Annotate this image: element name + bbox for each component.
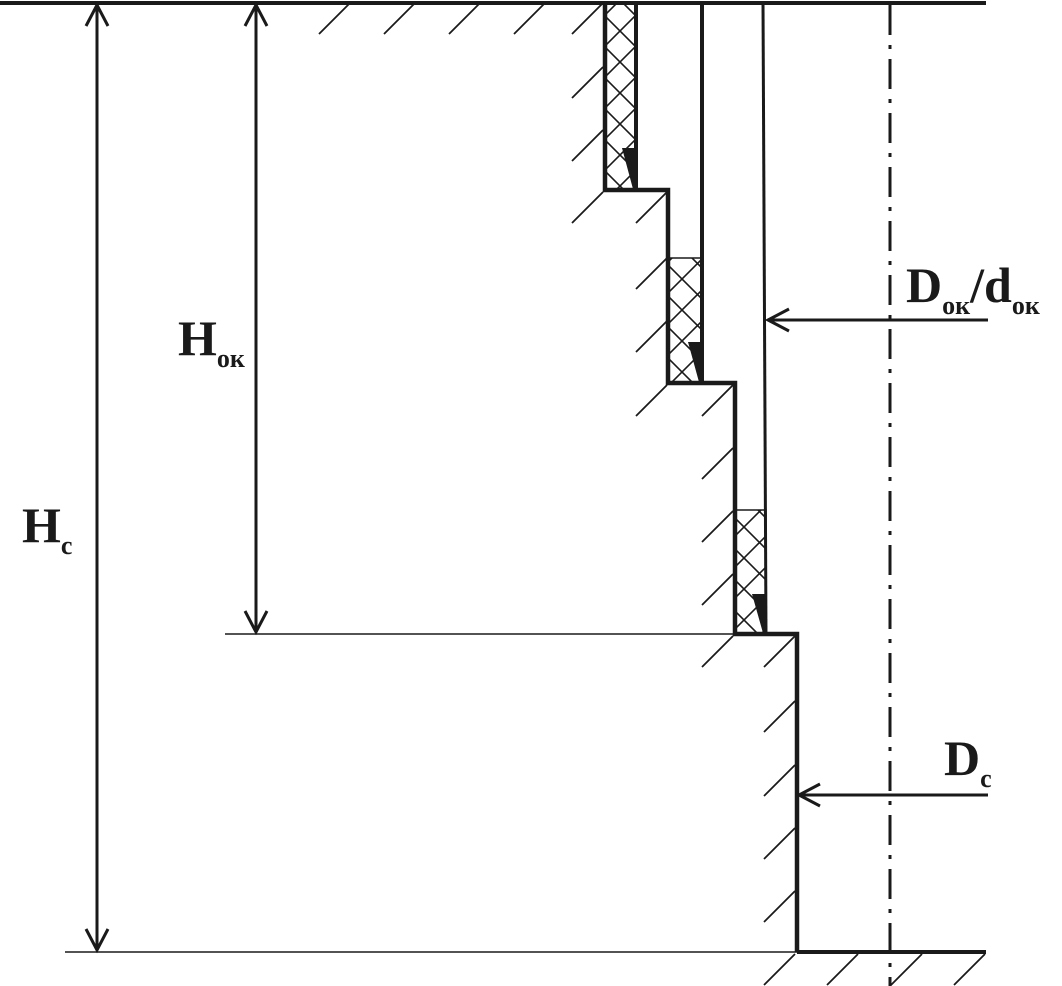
casing-shoe-2 (688, 342, 703, 382)
casing-3 (761, 2, 768, 635)
hatch-mark (763, 953, 796, 986)
casing-shoe-1 (622, 148, 637, 189)
label-h-ok: Hок (178, 310, 245, 373)
hatch-mark (635, 384, 668, 417)
arrow-dc (795, 782, 988, 808)
formation-hatching (318, 2, 986, 986)
hatch-mark (953, 953, 986, 986)
arrow-dok (764, 307, 988, 333)
hatch-mark (763, 827, 796, 860)
hatch-mark (763, 890, 796, 923)
hatch-mark (635, 191, 668, 224)
hatch-mark (763, 700, 796, 733)
hatch-mark (635, 257, 668, 290)
hatch-mark (701, 384, 734, 417)
hatch-mark (448, 2, 481, 35)
hatch-mark (571, 129, 604, 162)
hatch-mark (763, 635, 796, 668)
hatch-mark (571, 2, 604, 35)
hatch-mark (701, 573, 734, 606)
label-d-c: Dc (944, 730, 992, 793)
hatch-mark (571, 66, 604, 99)
hatch-mark (571, 191, 604, 224)
hatch-mark (826, 953, 859, 986)
hatch-mark (763, 764, 796, 797)
hatch-mark (701, 447, 734, 480)
hatch-mark (701, 510, 734, 543)
hatch-mark (383, 2, 416, 35)
label-h-c: Hc (22, 497, 72, 560)
hatch-mark (701, 635, 734, 668)
hatch-mark (635, 320, 668, 353)
hatch-mark (890, 953, 923, 986)
hatch-mark (513, 2, 546, 35)
dimension-hok (243, 1, 269, 636)
casing-shoe-3 (752, 594, 767, 633)
label-d-ok: Dок/dок (906, 257, 1040, 320)
dimension-hc (84, 1, 110, 954)
hatch-mark (318, 2, 351, 35)
